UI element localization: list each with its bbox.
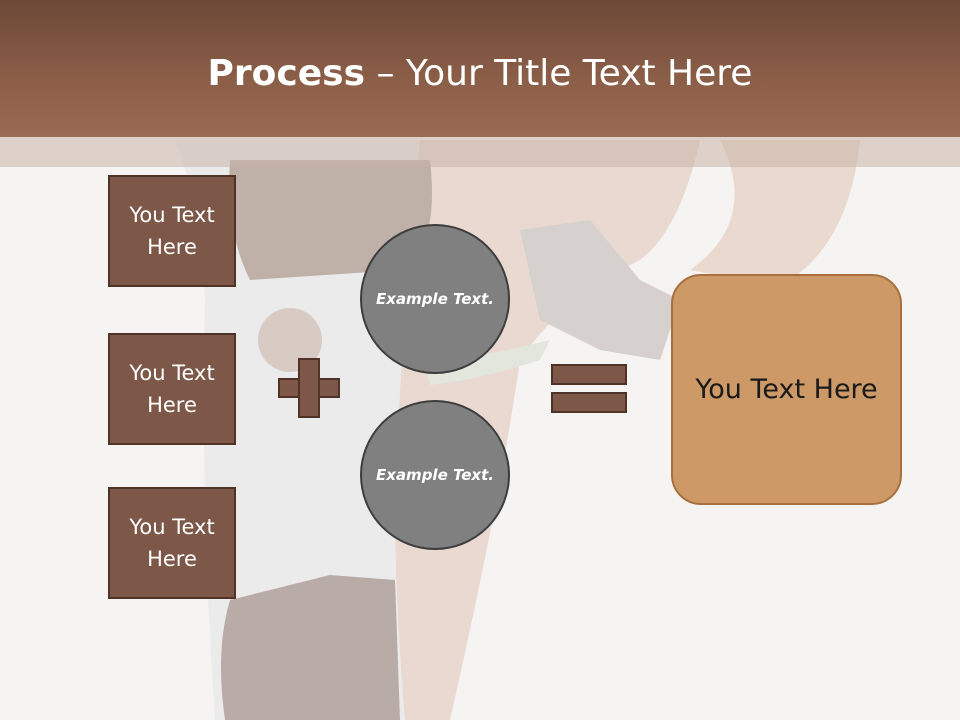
text-box-1[interactable]: You Text Here bbox=[108, 175, 236, 287]
example-circle-2[interactable]: Example Text. bbox=[360, 400, 510, 550]
text-box-2[interactable]: You Text Here bbox=[108, 333, 236, 445]
title-bold-part: Process bbox=[207, 53, 366, 94]
title-rest-part: – Your Title Text Here bbox=[365, 53, 753, 94]
example-circle-1[interactable]: Example Text. bbox=[360, 224, 510, 374]
equals-sign-bottom-bar bbox=[551, 392, 627, 413]
title-bar bbox=[0, 0, 960, 137]
text-box-3[interactable]: You Text Here bbox=[108, 487, 236, 599]
equals-sign-top-bar bbox=[551, 364, 627, 385]
result-box[interactable]: You Text Here bbox=[671, 274, 902, 505]
title-band bbox=[0, 137, 960, 167]
slide-title[interactable]: Process – Your Title Text Here bbox=[0, 50, 960, 98]
plus-sign-vertical bbox=[298, 358, 320, 418]
